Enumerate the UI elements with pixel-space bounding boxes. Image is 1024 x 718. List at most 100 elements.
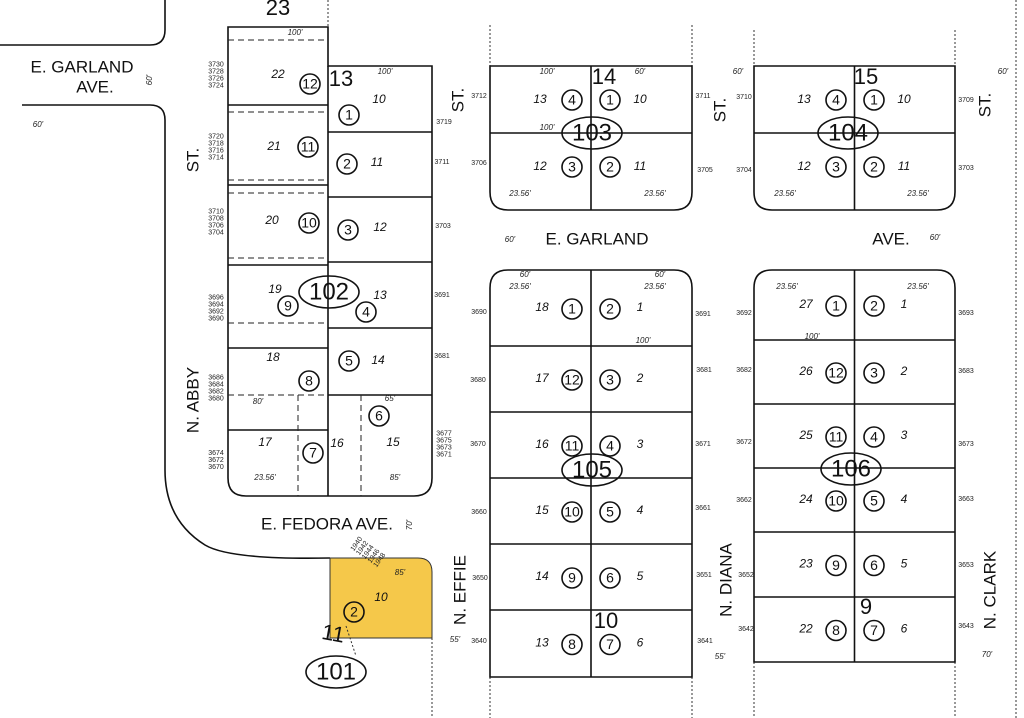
parcel-circle bbox=[599, 633, 621, 656]
block-number-101: 101 bbox=[316, 658, 356, 685]
parcel-circle bbox=[825, 156, 847, 178]
lot-number: 12 bbox=[373, 220, 387, 234]
street-label: AVE. bbox=[872, 229, 909, 248]
parcel-circle bbox=[825, 426, 847, 448]
address-label: 3650 bbox=[472, 575, 488, 582]
street-label: N. DIANA bbox=[716, 543, 735, 617]
parcel-circle bbox=[825, 554, 847, 577]
parcel-number: 10 bbox=[301, 215, 317, 231]
parcel-circle bbox=[298, 370, 320, 392]
dimension-label: 100' bbox=[636, 336, 651, 345]
parcel-circle bbox=[825, 362, 847, 384]
tract-number: 13 bbox=[329, 66, 353, 91]
parcel-circle bbox=[863, 89, 885, 111]
lot-number: 25 bbox=[798, 428, 813, 442]
parcel-circle bbox=[277, 295, 299, 317]
address-label: 3681 bbox=[696, 367, 712, 374]
street-label: ST. bbox=[183, 148, 202, 173]
parcel-number: 3 bbox=[606, 372, 614, 388]
parcel-number: 4 bbox=[568, 92, 576, 108]
dimension-label: 55' bbox=[450, 635, 461, 644]
block-number-106: 106 bbox=[831, 455, 871, 482]
address-label: 3643 bbox=[958, 623, 974, 630]
address-label: 3662 bbox=[736, 497, 752, 504]
road-edge bbox=[0, 0, 166, 46]
lot-number: 16 bbox=[330, 436, 344, 450]
parcel-number: 4 bbox=[870, 429, 878, 445]
lot-number: 3 bbox=[901, 428, 908, 442]
dimension-label: 60' bbox=[655, 270, 666, 279]
lot-number: 3 bbox=[637, 437, 644, 451]
parcel-circle bbox=[825, 490, 847, 512]
parcel-circle bbox=[863, 490, 885, 512]
address-label: 3671 bbox=[695, 441, 711, 448]
parcel-number: 7 bbox=[309, 445, 317, 461]
parcel-circle bbox=[336, 153, 358, 175]
block-oval bbox=[817, 116, 879, 150]
parcel-number: 8 bbox=[305, 373, 313, 389]
dimension-label: 100' bbox=[378, 67, 393, 76]
street-label: ST. bbox=[975, 93, 994, 118]
dimension-label: 100' bbox=[288, 28, 303, 37]
tract-number: 23 bbox=[266, 0, 290, 20]
address-label: 3704 bbox=[736, 167, 752, 174]
road-edge bbox=[22, 104, 331, 560]
dimension-label: 60' bbox=[33, 120, 44, 129]
street-label: N. EFFIE bbox=[450, 555, 469, 625]
parcel-number: 3 bbox=[870, 365, 878, 381]
parcel-circle bbox=[599, 501, 621, 523]
address-label: 3703 bbox=[958, 165, 974, 172]
parcel-number: 6 bbox=[606, 570, 614, 586]
lot-number: 6 bbox=[637, 636, 644, 650]
parcel-number: 9 bbox=[284, 298, 292, 314]
address-label: 3660 bbox=[471, 509, 487, 516]
address-label: 3711 bbox=[434, 159, 449, 166]
parcel-circle bbox=[297, 136, 319, 158]
lot-number: 5 bbox=[901, 557, 908, 571]
street-label: E. GARLAND bbox=[546, 229, 649, 248]
lot-number: 17 bbox=[258, 435, 273, 449]
address-label: 3641 bbox=[697, 638, 713, 645]
lot-number: 6 bbox=[901, 622, 908, 636]
block-number-102: 102 bbox=[309, 278, 349, 305]
parcel-number: 7 bbox=[870, 622, 878, 638]
parcel-number: 11 bbox=[301, 139, 316, 155]
block-104-outline bbox=[753, 65, 956, 211]
parcel-circle bbox=[298, 212, 320, 234]
address-label: 3691 bbox=[695, 311, 711, 318]
dimension-label: 23.56' bbox=[775, 282, 798, 291]
address-label: 3705 bbox=[697, 167, 713, 174]
parcel-circle bbox=[599, 89, 621, 111]
lot-number: 18 bbox=[266, 350, 280, 364]
address-label: 19401942194419461948 bbox=[349, 536, 387, 569]
dimension-label: 70' bbox=[982, 650, 993, 659]
dimension-label: 23.56' bbox=[906, 282, 929, 291]
parcel-circle bbox=[599, 156, 621, 178]
street-label: N. CLARK bbox=[980, 550, 999, 629]
dimension-label: 60' bbox=[733, 67, 744, 76]
lot-number: 1 bbox=[901, 297, 908, 311]
block-number-105: 105 bbox=[572, 456, 612, 483]
address-label: 3691 bbox=[434, 292, 450, 299]
parcel-number: 2 bbox=[606, 159, 614, 175]
dimension-label: 60' bbox=[145, 74, 154, 85]
highlighted-parcel bbox=[329, 557, 433, 639]
parcel-number: 7 bbox=[606, 636, 614, 652]
dimension-label: 23.56' bbox=[643, 189, 666, 198]
parcel-circle bbox=[561, 369, 583, 391]
parcel-number: 5 bbox=[345, 353, 353, 369]
parcel-circle bbox=[863, 426, 885, 448]
dimension-label: 60' bbox=[998, 67, 1009, 76]
lot-number: 10 bbox=[372, 92, 386, 106]
lot-number: 13 bbox=[373, 288, 387, 302]
tract-number: 15 bbox=[854, 64, 878, 89]
lot-number: 19 bbox=[268, 282, 282, 296]
parcel-number: 1 bbox=[606, 92, 614, 108]
parcel-number: 8 bbox=[832, 622, 840, 638]
